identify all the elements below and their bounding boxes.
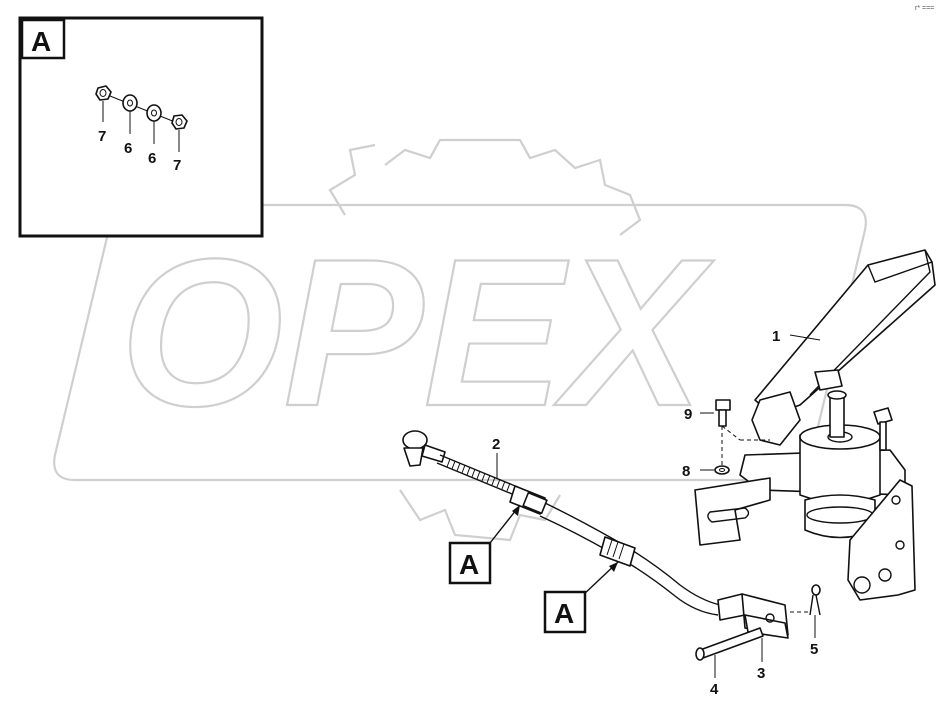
cable-sleeve — [599, 536, 636, 567]
part-number-9: 9 — [684, 406, 692, 423]
cotter-pin-5 — [790, 584, 821, 616]
detail-part-7-left: 7 — [98, 128, 106, 145]
watermark: OPEX — [53, 138, 867, 542]
clevis-pin-4 — [695, 627, 764, 661]
callout-a-1-label: A — [459, 549, 479, 580]
detail-part-6-right: 6 — [148, 150, 156, 167]
washer-8 — [714, 426, 730, 475]
mounting-bracket — [694, 477, 771, 546]
top-bolt — [873, 407, 893, 425]
accelerator-pedal-assembly — [694, 249, 936, 601]
callout-a-2: A — [543, 590, 587, 634]
detail-washer-right — [146, 104, 162, 122]
callout-a-2-label: A — [554, 598, 574, 629]
watermark-gear — [328, 138, 642, 236]
threaded-section — [446, 458, 511, 492]
detail-frame — [18, 16, 264, 238]
part-number-5: 5 — [810, 641, 818, 658]
part-number-2: 2 — [492, 436, 500, 453]
detail-washer-left — [122, 94, 138, 112]
corner-mark: r* === — [915, 5, 934, 12]
part-number-1: 1 — [772, 328, 780, 345]
detail-view-a: A 7 6 6 7 — [18, 16, 264, 238]
cable-sheath — [544, 502, 721, 606]
detail-part-7-right: 7 — [173, 157, 181, 174]
leader-lines — [489, 334, 821, 678]
part-number-3: 3 — [757, 665, 765, 682]
pedal-plate — [754, 249, 936, 416]
part-number-8: 8 — [682, 463, 690, 480]
detail-label: A — [31, 26, 51, 57]
side-plate — [847, 479, 916, 601]
pedal-arm — [751, 391, 801, 446]
detail-label-box — [20, 18, 66, 60]
part-number-4: 4 — [710, 681, 719, 698]
detail-part-6-left: 6 — [124, 140, 132, 157]
callout-a-1: A — [448, 541, 492, 585]
detail-nut-left — [95, 85, 112, 101]
detail-axis — [99, 91, 186, 127]
watermark-text: OPEX — [120, 215, 714, 450]
watermark-gear-lower — [399, 489, 561, 542]
ball-joint-end — [402, 430, 446, 467]
throttle-cable — [402, 430, 789, 639]
detail-nut-right — [171, 114, 188, 130]
bolt-9 — [715, 399, 770, 441]
pivot-bolt — [814, 369, 843, 391]
